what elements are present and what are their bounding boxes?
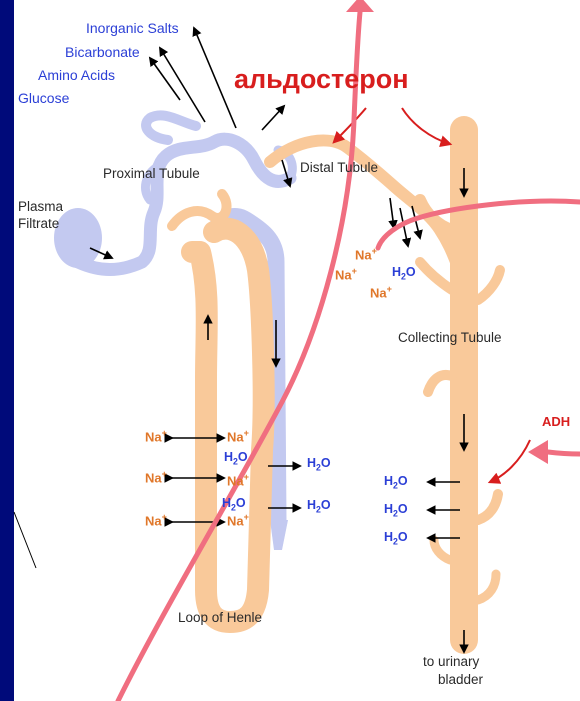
water-molecule: H2O	[384, 474, 408, 491]
label-loop-of-henle: Loop of Henle	[178, 610, 262, 625]
label-bladder: bladder	[438, 672, 483, 687]
sodium-ion: Na+	[145, 512, 167, 528]
diagram-panel	[14, 0, 580, 701]
label-to-urinary: to urinary	[423, 654, 479, 669]
water-molecule: H2O	[224, 450, 248, 467]
water-molecule: H2O	[307, 498, 331, 515]
label-bicarbonate: Bicarbonate	[65, 44, 140, 60]
sodium-ion: Na+	[227, 512, 249, 528]
water-molecule: H2O	[307, 456, 331, 473]
label-filtrate: Filtrate	[18, 216, 59, 231]
water-molecule: H2O	[392, 265, 416, 282]
label-proximal-tubule: Proximal Tubule	[103, 166, 200, 181]
water-molecule: H2O	[222, 496, 246, 513]
water-molecule: H2O	[384, 502, 408, 519]
label-inorganic-salts: Inorganic Salts	[86, 20, 179, 36]
label-aldosterone: альдостерон	[234, 64, 409, 95]
sodium-ion: Na+	[335, 266, 357, 282]
sodium-ion: Na+	[145, 469, 167, 485]
sodium-ion: Na+	[145, 428, 167, 444]
sodium-ion: Na+	[227, 472, 249, 488]
label-collecting-tubule: Collecting Tubule	[398, 330, 502, 345]
label-distal-tubule: Distal Tubule	[300, 160, 378, 175]
label-adh: ADH	[542, 414, 570, 429]
label-amino-acids: Amino Acids	[38, 67, 115, 83]
sodium-ion: Na+	[355, 246, 377, 262]
water-molecule: H2O	[384, 530, 408, 547]
sodium-ion: Na+	[370, 284, 392, 300]
label-glucose: Glucose	[18, 90, 69, 106]
sodium-ion: Na+	[227, 428, 249, 444]
label-plasma: Plasma	[18, 199, 63, 214]
